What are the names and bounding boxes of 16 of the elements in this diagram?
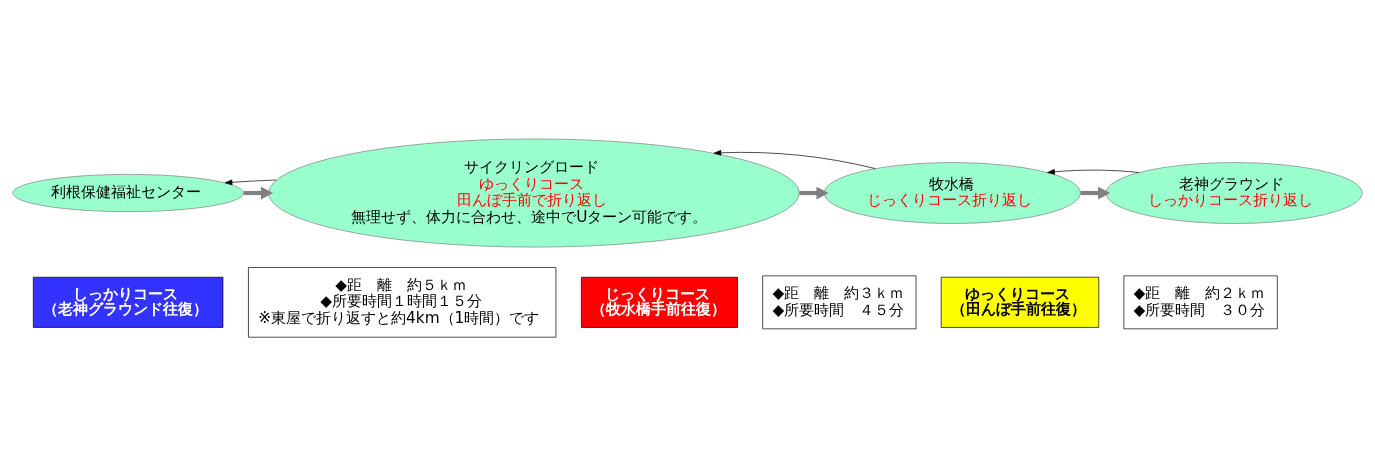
node-ellipse: サイクリングロード ゆっくりコース 田んぼ手前で折り返し 無理せず、体力に合わせ、途中でUターン可能です。 — [268, 138, 800, 247]
node-box: しっかりコース （老神グラウンド往復） — [32, 276, 224, 328]
node-box: ◆距 離 約３ｋｍ ◆所要時間 ４５分 — [762, 275, 917, 329]
node-box: ◆距 離 約５ｋｍ ◆所要時間１時間１５分 ※東屋で折り返すと約4km（1時間）です — [248, 266, 557, 338]
arrow — [799, 186, 829, 199]
arrow — [713, 149, 876, 169]
arrow — [224, 179, 277, 185]
arrow — [1047, 168, 1140, 175]
node-ellipse: 老神グラウンド しっかりコース折り返し — [1105, 161, 1363, 224]
node-ellipse: 利根保健福祉センター — [12, 173, 244, 212]
arrow — [1080, 186, 1111, 199]
arrow — [243, 186, 274, 199]
node-box: じっくりコース （牧水橋手前往復） — [581, 276, 738, 328]
node-box: ゆっくりコース （田んぼ手前往復） — [940, 276, 1100, 328]
node-ellipse: 牧水橋 じっくりコース折り返し — [823, 161, 1081, 224]
node-box: ◆距 離 約２ｋｍ ◆所要時間 ３０分 — [1123, 275, 1278, 329]
